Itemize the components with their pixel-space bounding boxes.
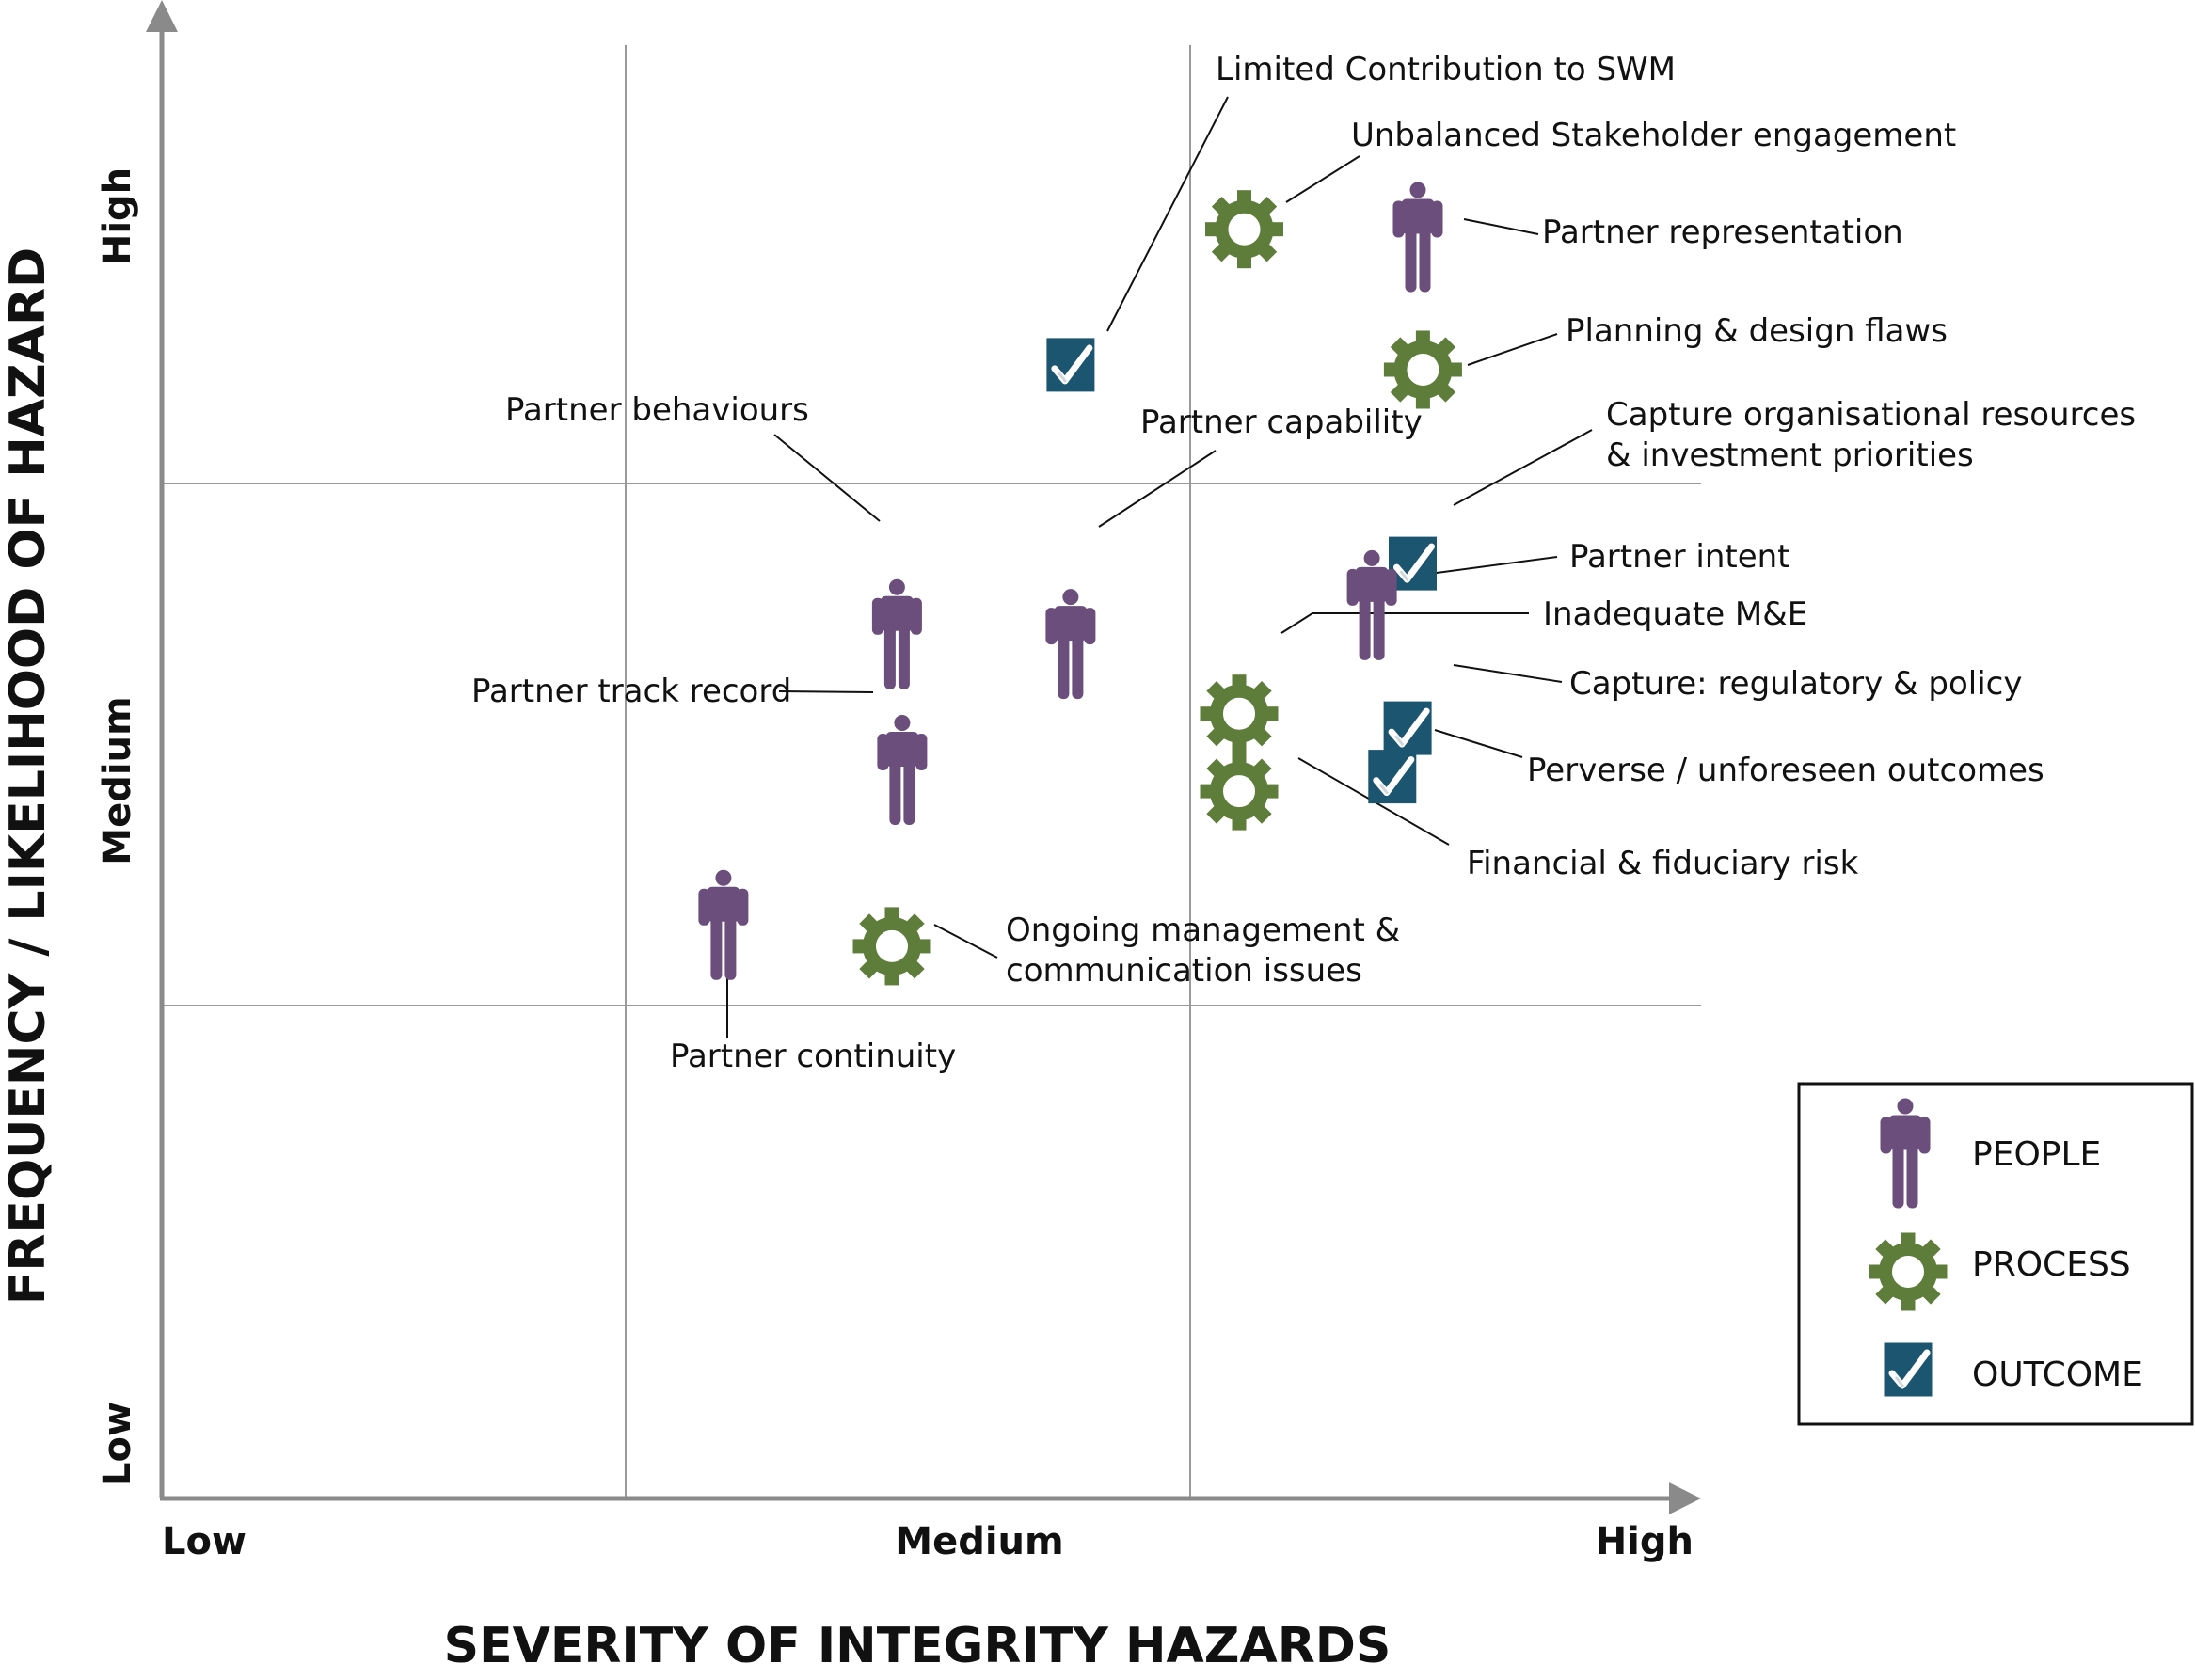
leader-line-capture-organisational	[1453, 429, 1593, 506]
label-ongoing-management-line2: communication issues	[1006, 952, 1362, 990]
label-capture-organisational-line1: Capture organisational resources	[1606, 396, 2136, 434]
label-partner-continuity: Partner continuity	[670, 1038, 956, 1075]
legend-label-process: PROCESS	[1972, 1245, 2131, 1284]
leader-line-partner-capability	[1098, 450, 1217, 528]
grid	[162, 45, 1701, 1498]
y-axis-arrowhead	[146, 0, 178, 32]
label-unbalanced-stakeholder: Unbalanced Stakeholder engagement	[1351, 117, 1956, 154]
leader-line-capture-regulatory	[1453, 664, 1563, 683]
label-limited-contribution: Limited Contribution to SWM	[1216, 51, 1676, 88]
marker-people-partner-continuity	[698, 869, 749, 980]
label-inadequate-me: Inadequate M&E	[1543, 595, 1807, 633]
legend-label-outcome: OUTCOME	[1972, 1355, 2143, 1394]
y-axis-title: FREQUENCY / LIKELIHOOD OF HAZARD	[0, 247, 56, 1305]
axes	[146, 0, 1701, 1514]
y-tick-medium: Medium	[96, 696, 139, 864]
x-tick-medium: Medium	[895, 1520, 1063, 1563]
marker-process-planning-design-flaws	[1384, 331, 1461, 408]
label-partner-behaviours: Partner behaviours	[505, 391, 809, 429]
data-markers	[698, 182, 1462, 985]
x-axis-title: SEVERITY OF INTEGRITY HAZARDS	[444, 1618, 1392, 1674]
marker-process-unbalanced-stakeholder-engagement	[1206, 191, 1283, 268]
leader-lines	[726, 96, 1593, 1038]
marker-process-inadequate-m-e	[1201, 675, 1278, 753]
label-partner-intent: Partner intent	[1569, 538, 1790, 576]
label-partner-track-record: Partner track record	[471, 673, 791, 710]
label-perverse-outcomes: Perverse / unforeseen outcomes	[1527, 752, 2044, 789]
leader-line-unbalanced-stakeholder	[1285, 155, 1360, 203]
label-planning-design: Planning & design flaws	[1566, 312, 1948, 350]
legend-box	[1797, 1082, 2194, 1426]
label-capture-organisational-line2: & investment priorities	[1606, 436, 1974, 474]
leader-line-limited-contribution	[1106, 96, 1229, 332]
leader-line-partner-representation	[1463, 218, 1539, 235]
x-axis-arrowhead	[1669, 1482, 1701, 1514]
leader-line-perverse-outcomes	[1434, 729, 1523, 758]
leader-line-inadequate-me	[1280, 612, 1529, 634]
marker-people-partner-behaviours	[871, 578, 922, 689]
y-tick-low: Low	[96, 1402, 139, 1486]
label-ongoing-management-line1: Ongoing management &	[1006, 911, 1400, 949]
legend-label-people: PEOPLE	[1972, 1135, 2101, 1174]
leader-line-ongoing-management	[933, 924, 998, 959]
marker-outcome-limited-contribution-to-swm	[1047, 339, 1094, 391]
label-partner-representation: Partner representation	[1542, 214, 1903, 251]
point-labels: Limited Contribution to SWM Unbalanced S…	[471, 51, 2136, 1075]
marker-people-partner-representation	[1392, 182, 1443, 293]
label-financial-fiduciary: Financial & fiduciary risk	[1467, 845, 1859, 882]
y-tick-high: High	[96, 167, 139, 265]
marker-people-partner-track-record	[877, 715, 928, 825]
x-tick-low: Low	[162, 1520, 247, 1563]
x-tick-high: High	[1596, 1520, 1694, 1563]
leader-line-planning-design	[1467, 333, 1558, 366]
label-partner-capability: Partner capability	[1140, 404, 1423, 441]
marker-people-partner-capability	[1045, 589, 1096, 700]
marker-process-financial-fiduciary-risk	[1201, 753, 1278, 830]
marker-process-ongoing-management-communication-issues	[853, 908, 930, 985]
leader-line-partner-track-record	[778, 690, 874, 693]
marker-outcome-capture-regulatory-policy	[1384, 702, 1431, 754]
legend-checkbox-icon	[1885, 1343, 1932, 1396]
leader-line-partner-behaviours	[773, 434, 881, 522]
legend: PEOPLE PROCESS OUTCOME	[1797, 1082, 2194, 1426]
label-capture-regulatory: Capture: regulatory & policy	[1569, 665, 2022, 703]
marker-outcome-perverse-unforeseen-outcomes	[1369, 751, 1416, 803]
